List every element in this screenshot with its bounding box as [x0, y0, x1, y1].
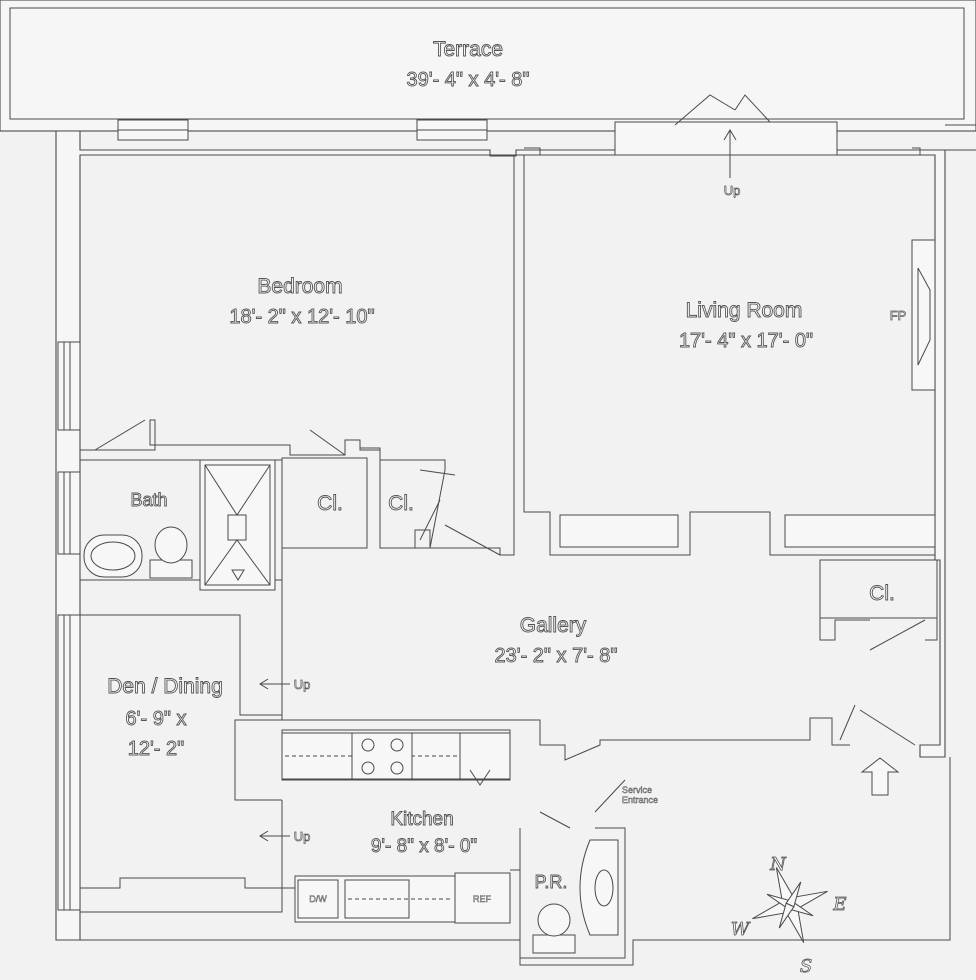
- terrace-windows: [117, 94, 838, 178]
- fireplace-label: FP: [890, 308, 907, 323]
- den-up-label-2: Up: [294, 829, 311, 844]
- kitchen-name: Kitchen: [390, 809, 453, 830]
- bedroom-dimensions: 18'- 2" x 12'- 10": [229, 306, 374, 328]
- den-up-label-1: Up: [294, 677, 311, 692]
- terrace-dimensions: 39'- 4" x 4'- 8": [407, 69, 530, 91]
- bath-name: Bath: [130, 490, 167, 510]
- closet-3-name: Cl.: [869, 582, 895, 605]
- compass-rose: [752, 867, 828, 943]
- kitchen: [281, 729, 626, 924]
- compass-north: N: [769, 854, 787, 875]
- service-entrance-label-2: Entrance: [622, 795, 658, 805]
- service-entrance-label-1: Service: [622, 785, 652, 795]
- bedroom: [57, 155, 515, 556]
- powder-room: [519, 811, 626, 959]
- dishwasher-label: D/W: [309, 894, 327, 904]
- powder-room-name: P.R.: [535, 872, 568, 892]
- gallery-name: Gallery: [520, 614, 587, 637]
- terrace-up-label: Up: [724, 183, 741, 198]
- closets: [281, 447, 938, 651]
- living-room-name: Living Room: [686, 299, 803, 322]
- gallery: [234, 555, 916, 801]
- gallery-dimensions: 23'- 2" x 7'- 8": [495, 645, 618, 667]
- terrace: [0, 0, 976, 132]
- living-room: [523, 147, 936, 556]
- bedroom-name: Bedroom: [257, 275, 342, 298]
- compass-east: E: [832, 894, 846, 915]
- refrigerator-label: REF: [473, 894, 492, 904]
- kitchen-dimensions: 9'- 8" x 8'- 0": [371, 836, 477, 857]
- living-room-dimensions: 17'- 4" x 17'- 0": [679, 330, 813, 352]
- compass-west: W: [731, 919, 751, 940]
- den-dining-name: Den / Dining: [107, 675, 223, 698]
- terrace-name: Terrace: [433, 38, 503, 61]
- den-dining: [57, 614, 290, 911]
- den-dining-dimensions-2: 12'- 2": [128, 738, 185, 760]
- closet-2-name: Cl.: [388, 492, 414, 515]
- compass-south: S: [800, 956, 812, 977]
- bath: [80, 459, 283, 591]
- closet-1-name: Cl.: [317, 492, 343, 515]
- den-dining-dimensions-1: 6'- 9" x: [126, 708, 187, 730]
